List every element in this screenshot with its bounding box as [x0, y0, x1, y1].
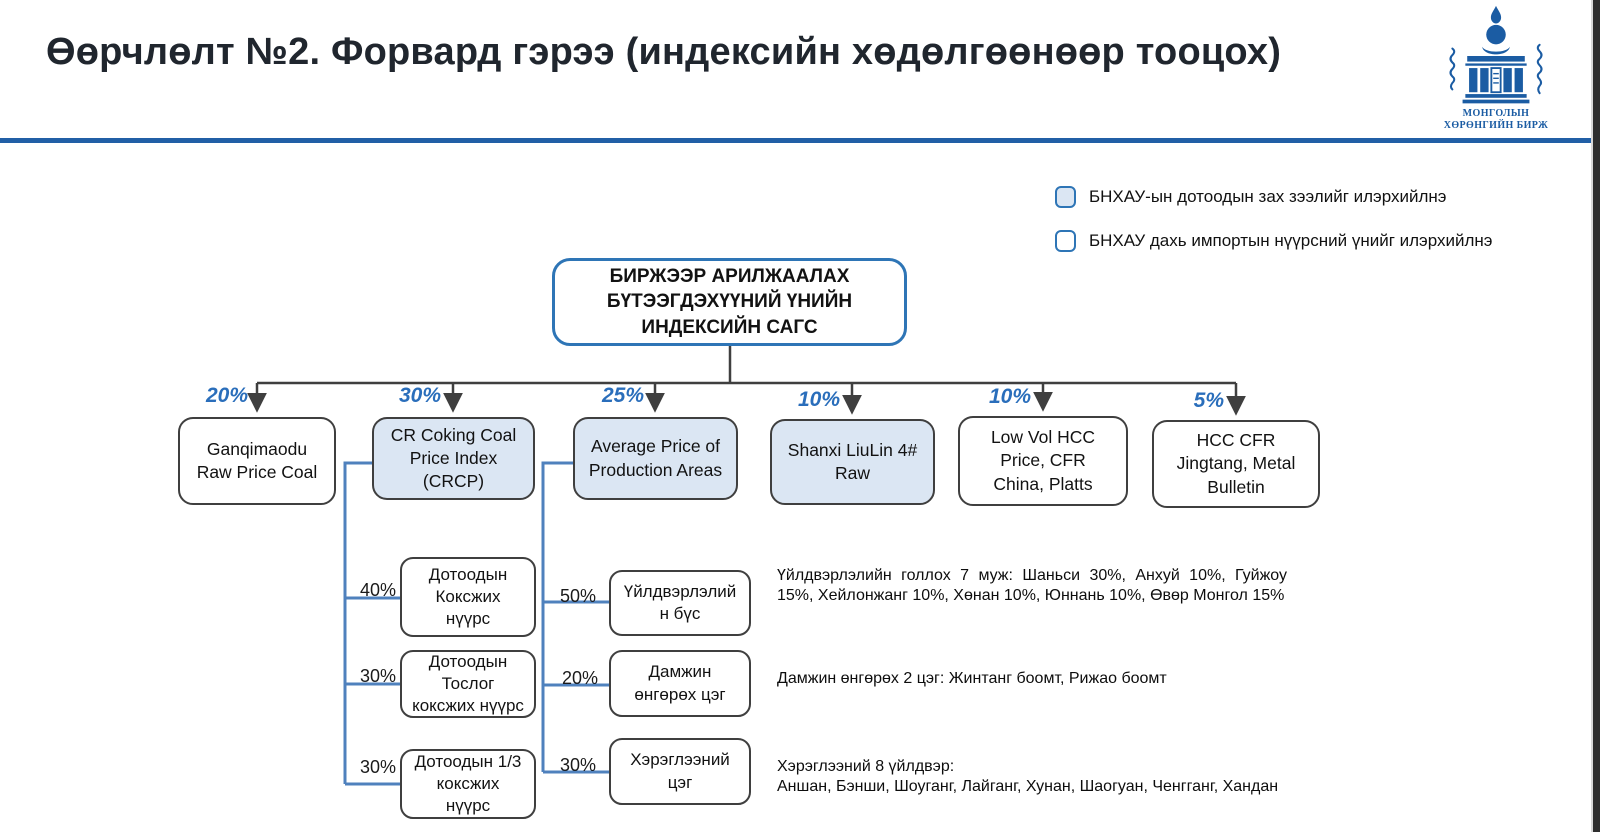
mse-logo: МОНГОЛЫН ХӨРӨНГИЙН БИРЖ: [1437, 4, 1555, 136]
mse-logo-emblem: [1449, 5, 1543, 104]
sub-percent: 30%: [359, 757, 396, 777]
legend-swatch-filled-icon: [1055, 186, 1076, 208]
branch-percent: 5%: [1193, 389, 1224, 412]
branch-percent: 10%: [988, 385, 1031, 408]
sub-percent: 30%: [359, 666, 396, 686]
branch-node-ganqimaodu: Ganqimaodu Raw Price Coal: [178, 417, 336, 505]
legend-label: БНХАУ-ын дотоодын зах зээлийг илэрхийлнэ: [1089, 187, 1447, 206]
root-node-index-basket: БИРЖЭЭР АРИЛЖААЛАХ БҮТЭЭГДЭХҮҮНИЙ ҮНИЙН …: [552, 258, 907, 346]
sub-node-domestic-coking-coal: Дотоодын Коксжих нүүрс: [400, 557, 536, 637]
branch-node-crcp: CR Coking Coal Price Index (CRCP): [372, 417, 535, 500]
branch-percent: 20%: [205, 384, 248, 407]
sub-percent: 50%: [559, 586, 596, 606]
header-divider: [0, 138, 1592, 143]
branch-node-low-vol-hcc: Low Vol HCC Price, CFR China, Platts: [958, 416, 1128, 506]
sub-percent: 40%: [359, 580, 396, 600]
note-transit-points: Дамжин өнгөрөх 2 цэг: Жинтанг боомт, Риж…: [777, 670, 1167, 687]
sub-percent: 20%: [561, 668, 598, 688]
legend-item-domestic: БНХАУ-ын дотоодын зах зээлийг илэрхийлнэ: [1055, 186, 1446, 208]
legend-item-import: БНХАУ дахь импортын нүүрсний үнийг илэрх…: [1055, 230, 1492, 252]
branch-percent: 10%: [797, 388, 840, 411]
mse-logo-caption-line2: ХӨРӨНГИЙН БИРЖ: [1443, 120, 1549, 131]
branch-node-production-areas: Average Price of Production Areas: [573, 417, 738, 500]
sub-node-domestic-one-third-coking-coal: Дотоодын 1/3 коксжих нүүрс: [400, 749, 536, 819]
branch-node-shanxi-liulin: Shanxi LiuLin 4# Raw: [770, 419, 935, 505]
sub-node-production-zone: Үйлдвэрлэлий н бүс: [609, 570, 751, 636]
viewer-edge-strip: [1591, 0, 1600, 832]
note-production-provinces: Үйлдвэрлэлийн голлох 7 муж: Шаньси 30%, …: [777, 567, 1287, 605]
legend-label: БНХАУ дахь импортын нүүрсний үнийг илэрх…: [1089, 231, 1493, 250]
page-title: Өөрчлөлт №2. Форвард гэрээ (индексийн хө…: [46, 31, 1282, 73]
sub-node-transit-point: Дамжин өнгөрөх цэг: [609, 650, 751, 717]
mse-logo-caption-line1: МОНГОЛЫН: [1462, 108, 1530, 119]
sub-node-domestic-fat-coking-coal: Дотоодын Тослог коксжих нүүрс: [400, 650, 536, 718]
branch-percent: 30%: [398, 384, 441, 407]
legend-swatch-outline-icon: [1055, 230, 1076, 252]
branch-percent: 25%: [601, 384, 644, 407]
note-consumption-plants: Хэрэглээний 8 үйлдвэр: Аншан, Бэнши, Шоу…: [777, 758, 1279, 796]
sub-percent: 30%: [559, 755, 596, 775]
branch-node-hcc-cfr-jingtang: HCC CFR Jingtang, Metal Bulletin: [1152, 420, 1320, 508]
sub-node-consumption-point: Хэрэглээний цэг: [609, 738, 751, 805]
